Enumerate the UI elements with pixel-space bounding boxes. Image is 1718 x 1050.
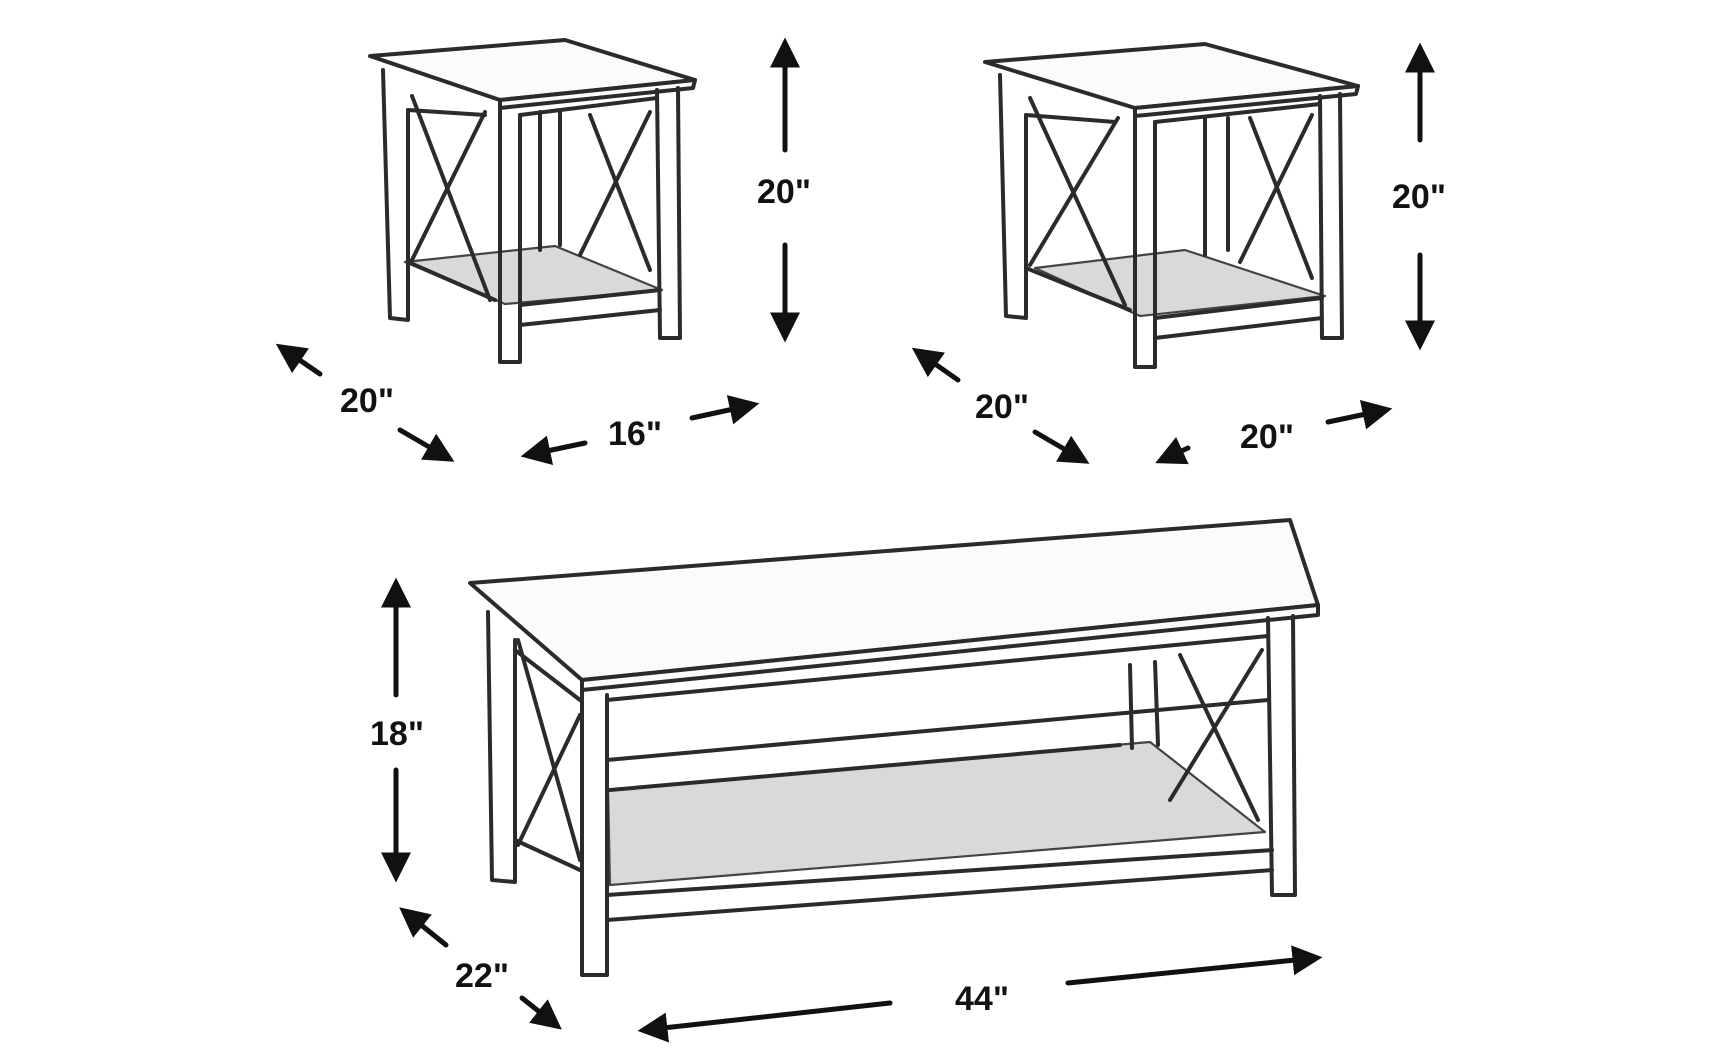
left-table-width-label: 16" xyxy=(608,415,662,453)
coffee-table-drawing xyxy=(468,518,1320,977)
end-table-left-drawing xyxy=(368,38,697,364)
left-table-height-label: 20" xyxy=(757,173,811,211)
right-table-depth-label: 20" xyxy=(975,388,1029,426)
coffee-table-width-label: 44" xyxy=(955,980,1009,1018)
coffee-table-depth-label: 22" xyxy=(455,957,509,995)
right-table-height-label: 20" xyxy=(1392,178,1446,216)
end-table-right-drawing xyxy=(983,42,1360,369)
right-table-width-label: 20" xyxy=(1240,418,1294,456)
dimension-arrows xyxy=(275,37,1435,1043)
coffee-table-height-label: 18" xyxy=(370,715,424,753)
left-table-depth-label: 20" xyxy=(340,382,394,420)
